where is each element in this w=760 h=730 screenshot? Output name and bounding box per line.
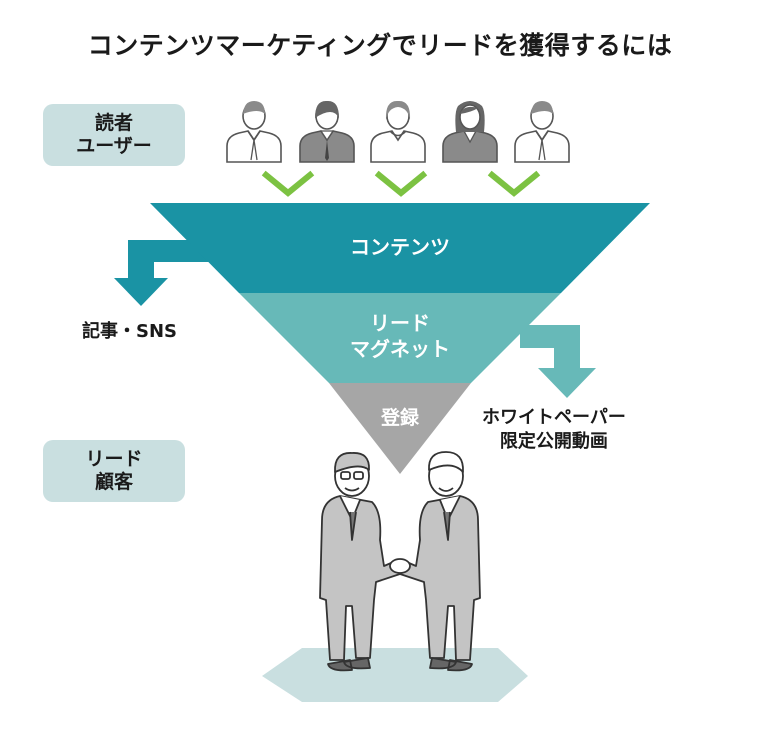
left-output-label: 記事・SNS bbox=[82, 321, 177, 342]
readers-box: 読者 ユーザー bbox=[43, 104, 185, 166]
leads-label-line2: 顧客 bbox=[94, 471, 133, 493]
handshake-illustration bbox=[319, 451, 481, 672]
right-output-line2: 限定公開動画 bbox=[499, 431, 608, 453]
tier2-label-line2: マグネット bbox=[350, 337, 450, 361]
person-icon bbox=[226, 100, 282, 163]
arrow-down-right-icon bbox=[520, 325, 596, 398]
check-chevron-icon bbox=[492, 175, 536, 193]
readers-label-line2: ユーザー bbox=[76, 135, 152, 157]
tier1-label: コンテンツ bbox=[350, 235, 450, 259]
tier3-label: 登録 bbox=[380, 406, 420, 429]
check-chevron-icon bbox=[379, 175, 423, 193]
check-chevron-icon bbox=[266, 175, 310, 193]
right-output-label: ホワイトペーパー 限定公開動画 bbox=[482, 406, 626, 455]
readers-label-line1: 読者 bbox=[94, 112, 133, 135]
leads-box: リード 顧客 bbox=[43, 440, 185, 502]
person-icon bbox=[442, 100, 498, 163]
funnel-tier-registration bbox=[329, 383, 471, 474]
arrow-down-left-icon bbox=[114, 240, 210, 306]
person-icon bbox=[370, 100, 426, 163]
funnel-tier-lead-magnet bbox=[239, 293, 561, 383]
person-icon bbox=[514, 100, 570, 163]
funnel-tier-contents bbox=[150, 203, 650, 293]
page-title: コンテンツマーケティングでリードを獲得するには bbox=[87, 31, 673, 60]
leads-label-line1: リード bbox=[85, 448, 143, 471]
right-output-line1: ホワイトペーパー bbox=[482, 407, 626, 428]
floor-platform bbox=[262, 648, 528, 702]
person-icon bbox=[299, 100, 355, 163]
tier2-label-line1: リード bbox=[370, 311, 430, 335]
